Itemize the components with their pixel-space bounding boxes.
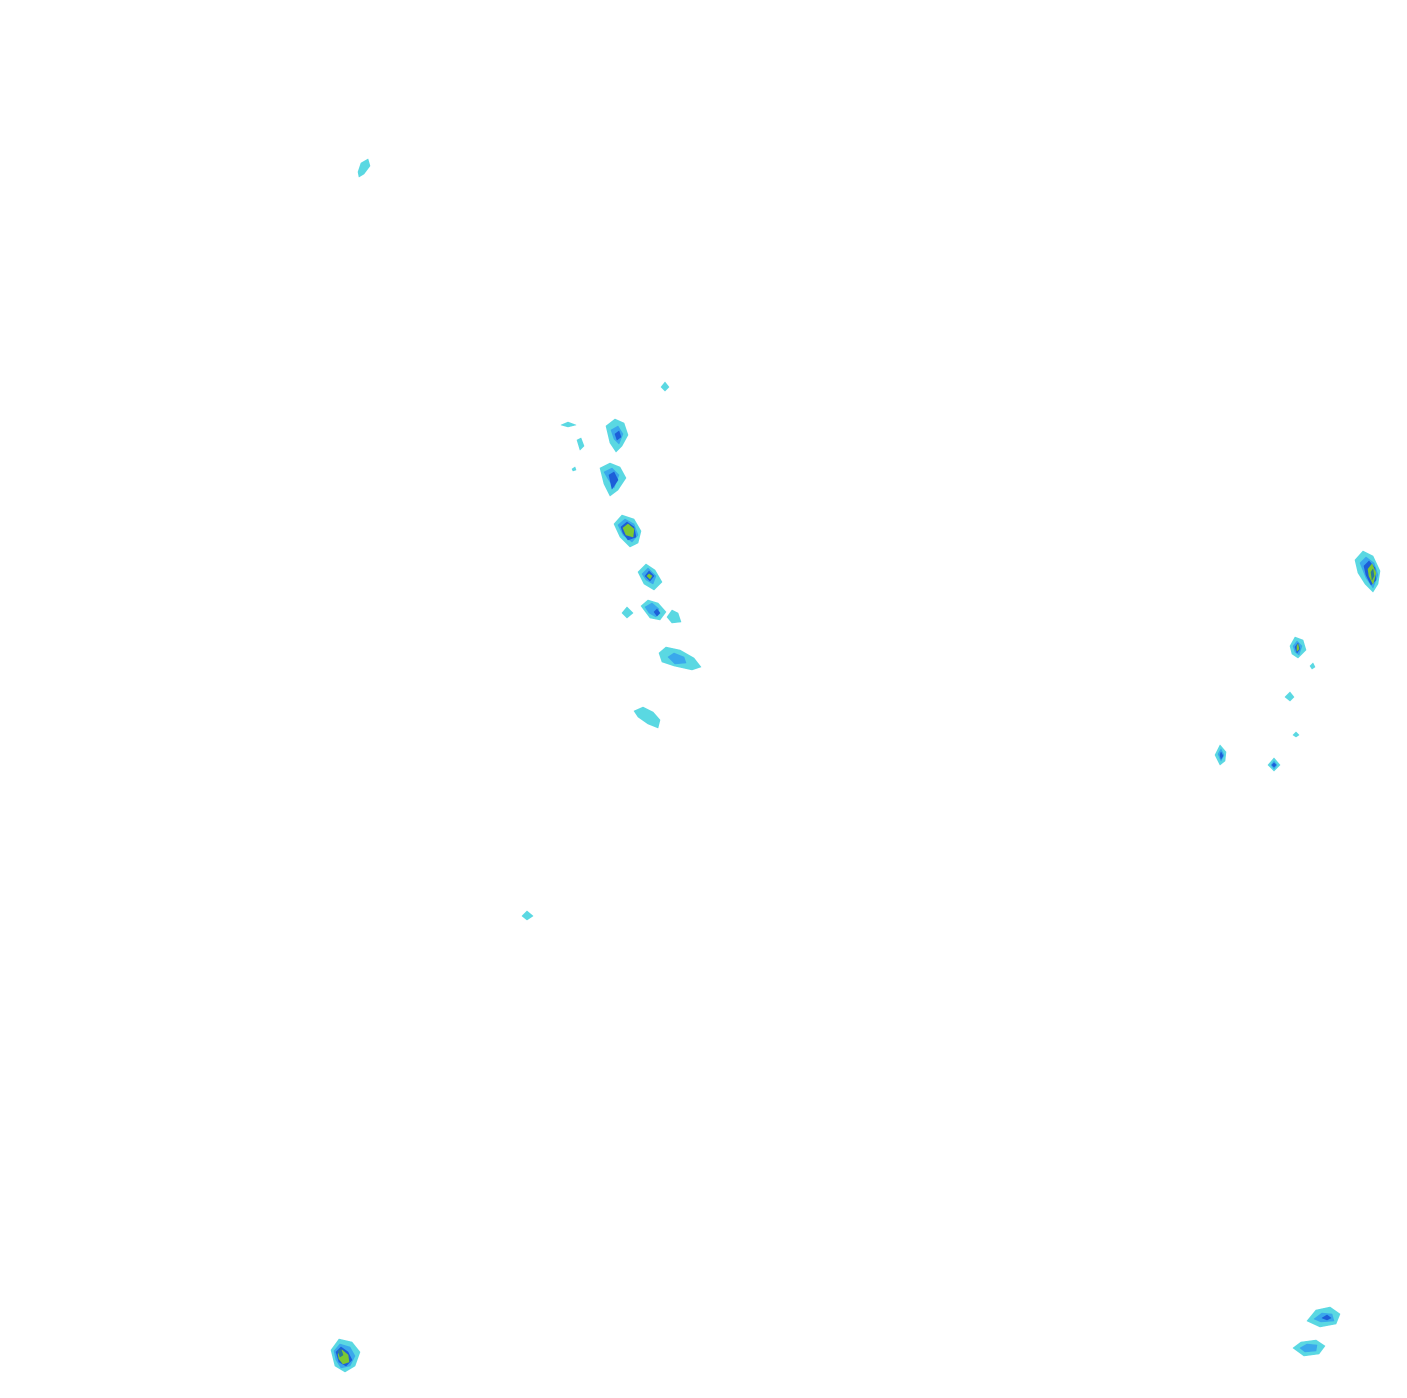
contour-cell [1219,751,1224,760]
contour-cell [571,466,577,472]
contour-cell [653,608,661,617]
contour-cell [560,421,577,428]
contour-cell [1296,643,1300,652]
contour-cell [521,910,534,921]
contour-cell [614,430,622,441]
contour-cell [621,606,634,619]
contour-cell [1292,731,1300,738]
contour-cell [660,381,670,392]
contour-cell [1309,662,1316,670]
contour-cell [1370,568,1375,581]
contour-cell [1299,1343,1318,1353]
contour-cell [1284,691,1295,702]
contour-cell [357,158,371,178]
contour-cell [1271,762,1277,768]
contour-cell [633,706,661,729]
contour-cell [608,471,619,490]
contour-cell [576,437,585,451]
contour-cell [667,652,687,665]
contour-cell [622,523,635,538]
contour-cell [337,1348,344,1358]
contour-cell [646,573,653,580]
contour-cell [1321,1314,1332,1321]
contour-cell [666,609,682,624]
